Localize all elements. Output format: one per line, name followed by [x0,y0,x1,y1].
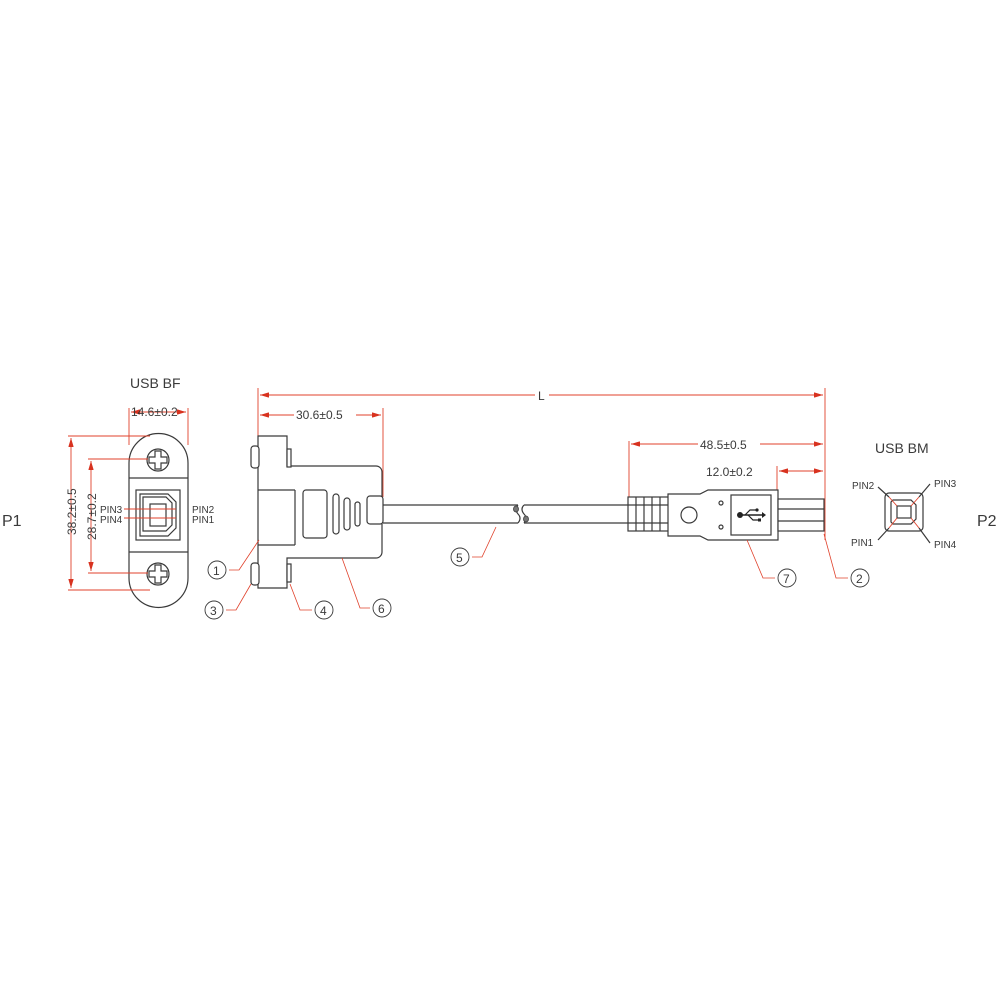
usb-bf-side-view: 30.6±0.5 [250,407,384,589]
bf-pin4-label: PIN4 [100,515,123,526]
dim-l-label: L [538,389,545,403]
dim-bf-height: 38.2±0.5 [65,488,79,535]
callout-6: 6 [378,602,385,616]
bm-pin2-label: PIN2 [852,481,875,492]
cable [383,504,630,524]
port-label-p1: P1 [2,513,22,530]
dim-bm-body-length: 48.5±0.5 [700,438,747,452]
usb-trident-icon [737,508,766,522]
callout-4: 4 [320,604,327,618]
callout-7: 7 [783,572,790,586]
dim-overall-length: L [257,388,826,540]
phillips-screw-icon [146,448,170,472]
callout-2: 2 [856,572,863,586]
callouts: 1 3 4 6 5 7 2 [204,526,870,620]
callout-1: 1 [213,564,220,578]
bf-pin3-label: PIN3 [100,505,123,516]
phillips-screw-icon [146,562,170,586]
dim-bf-body-length: 30.6±0.5 [296,408,343,422]
bf-flange-outline [128,432,189,609]
dim-bm-plug-length: 12.0±0.2 [706,465,753,479]
usb-bf-front-view: USB BF P1 14.6±0.2 PIN3 PIN4 PIN2 PIN1 [2,375,215,609]
usb-bm-front-view: USB BM P2 PIN2 PIN3 PIN1 PIN4 [851,440,997,551]
dim-bf-hole-pitch: 28.7±0.2 [85,493,99,540]
bm-pin3-label: PIN3 [934,479,957,490]
bm-pin1-label: PIN1 [851,538,874,549]
callout-5: 5 [456,551,463,565]
bf-pin1-label: PIN1 [192,515,215,526]
usb-bm-title: USB BM [875,440,929,456]
usb-bm-side-view: 48.5±0.5 12.0±0.2 [627,437,825,541]
bm-pin4-label: PIN4 [934,540,957,551]
port-label-p2: P2 [977,513,997,530]
bf-pin2-label: PIN2 [192,505,215,516]
dim-bf-width: 14.6±0.2 [131,405,178,419]
callout-3: 3 [210,604,217,618]
usb-bf-title: USB BF [130,375,181,391]
